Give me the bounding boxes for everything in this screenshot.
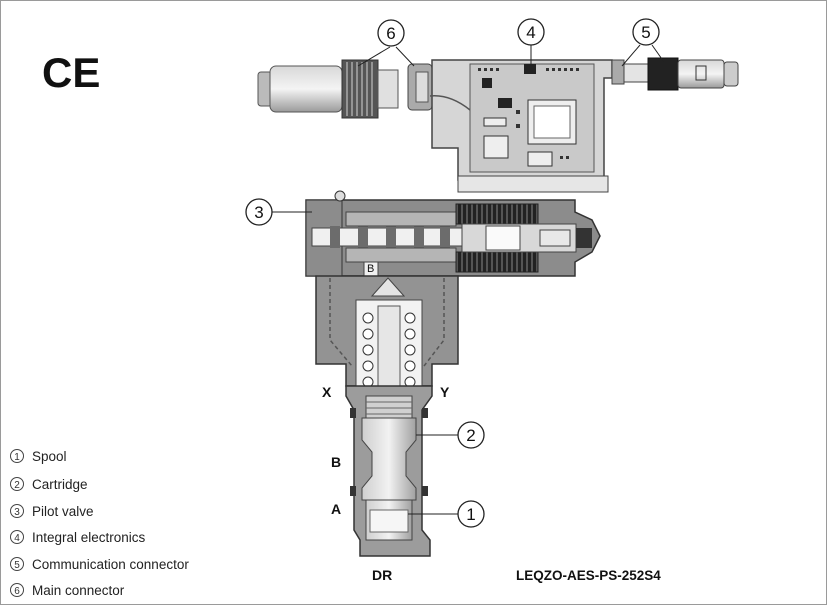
svg-text:Main connector: Main connector (32, 583, 125, 598)
svg-text:2: 2 (466, 426, 475, 445)
svg-text:Spool: Spool (32, 449, 67, 464)
legend-item: 2 Cartridge (10, 477, 88, 492)
port-y-label: Y (440, 384, 450, 400)
callout-3: 3 (245, 198, 312, 226)
port-dr-label: DR (372, 567, 392, 583)
svg-text:6: 6 (386, 24, 395, 43)
main-connector (257, 59, 433, 119)
callout-4: 4 (517, 18, 545, 68)
ce-mark: CE (42, 49, 100, 96)
svg-text:3: 3 (254, 203, 263, 222)
callout-5: 5 (621, 18, 665, 67)
callout-1: 1 (408, 500, 485, 528)
svg-text:Pilot valve: Pilot valve (32, 504, 94, 519)
port-b-label: B (331, 454, 341, 470)
communication-connector (611, 57, 739, 91)
svg-text:3: 3 (14, 507, 20, 518)
model-code: LEQZO-AES-PS-252S4 (516, 568, 661, 583)
callout-6: 6 (357, 19, 415, 67)
integral-electronics (429, 59, 613, 193)
svg-text:Integral electronics: Integral electronics (32, 530, 146, 545)
svg-text:2: 2 (14, 480, 20, 491)
port-a-label: A (331, 501, 341, 517)
pilot-port-b-label: B (367, 263, 374, 275)
svg-text:1: 1 (14, 452, 20, 463)
svg-text:4: 4 (14, 533, 20, 544)
svg-text:Communication connector: Communication connector (32, 557, 189, 572)
svg-text:5: 5 (14, 560, 20, 571)
svg-text:6: 6 (14, 586, 20, 597)
svg-text:4: 4 (526, 23, 535, 42)
legend-item: 3 Pilot valve (10, 504, 94, 519)
svg-text:5: 5 (641, 23, 650, 42)
legend-item: 4 Integral electronics (10, 530, 146, 545)
callout-2: 2 (416, 421, 485, 449)
legend-item: 6 Main connector (10, 583, 125, 598)
spool (365, 499, 413, 541)
legend-item: 5 Communication connector (10, 557, 189, 572)
svg-text:Cartridge: Cartridge (32, 477, 88, 492)
legend-item: 1 Spool (10, 449, 67, 464)
svg-text:1: 1 (466, 505, 475, 524)
port-x-label: X (322, 384, 332, 400)
valve-body (315, 275, 459, 397)
legend: 1 Spool 2 Cartridge 3 Pilot valve 4 Inte… (10, 449, 189, 598)
pilot-valve (305, 190, 601, 277)
